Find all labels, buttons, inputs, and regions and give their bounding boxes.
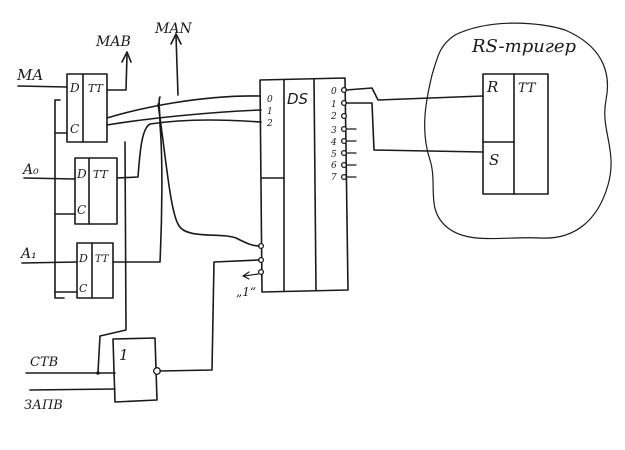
signal-zapb-label: ЗАПВ xyxy=(24,398,63,413)
or-gate: 1 xyxy=(112,337,161,403)
decoder-label: DS xyxy=(287,90,309,108)
ff3-d-label: D xyxy=(78,252,88,265)
signal-ma-label: MA xyxy=(16,66,43,84)
flipflop-1: D TT C xyxy=(66,73,108,143)
ff1-d-label: D xyxy=(69,81,80,95)
decoder-out-5: 5 xyxy=(331,150,337,160)
ff2-d-label: D xyxy=(76,167,87,181)
rs-trigger-cloud xyxy=(424,22,612,240)
decoder-in-0: 0 xyxy=(267,95,273,105)
decoder-out-6: 6 xyxy=(331,161,337,171)
decoder-in-1: 1 xyxy=(267,107,273,117)
ff2-c-label: C xyxy=(77,203,86,217)
ff3-tt-label: TT xyxy=(95,254,110,265)
decoder-output-pins xyxy=(340,86,357,181)
ff1-tt-label: TT xyxy=(88,82,105,95)
signal-a1-label: A₁ xyxy=(19,246,37,262)
decoder-out-1: 1 xyxy=(331,100,337,110)
decoder-out-3: 3 xyxy=(331,126,337,136)
decoder-out-7: 7 xyxy=(331,173,337,183)
wires xyxy=(17,33,484,391)
flipflop-3: D TT C xyxy=(76,242,114,299)
ff1-c-label: C xyxy=(70,122,79,136)
enable-one-marker: „1“ xyxy=(236,285,256,299)
signal-a0-label: A₀ xyxy=(21,162,39,178)
rs-tt-label: TT xyxy=(518,81,537,96)
rs-trigger-block: R TT S xyxy=(482,73,549,195)
or-gate-label: 1 xyxy=(119,346,129,364)
decoder-enable-pins xyxy=(257,242,265,276)
decoder-block: DS 0 1 2 0 1 2 3 4 5 6 7 xyxy=(259,77,349,293)
ff2-tt-label: TT xyxy=(93,168,110,181)
signal-stb-label: СТВ xyxy=(30,355,58,370)
ff3-c-label: C xyxy=(79,282,88,295)
rs-r-label: R xyxy=(486,78,498,96)
flipflop-2: D TT C xyxy=(74,157,118,225)
signal-man-label: MAN xyxy=(154,21,192,37)
decoder-out-0: 0 xyxy=(331,87,337,97)
rs-s-label: S xyxy=(489,151,499,169)
decoder-in-2: 2 xyxy=(266,119,273,129)
signal-mab-label: MAB xyxy=(95,34,131,50)
rs-trigger-title: RS-тригер xyxy=(471,36,577,57)
decoder-out-4: 4 xyxy=(330,138,337,148)
decoder-out-2: 2 xyxy=(330,112,337,122)
